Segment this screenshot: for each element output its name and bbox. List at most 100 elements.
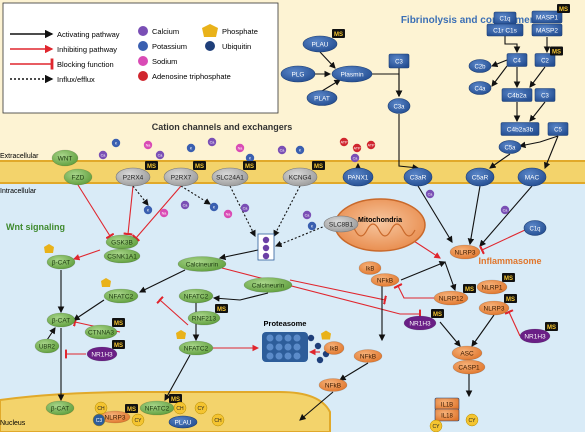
ubr2-node: UBR2 xyxy=(34,338,60,354)
fzd-label: FZD xyxy=(72,175,85,182)
intracellular-region xyxy=(0,170,585,432)
svg-text:MS: MS xyxy=(245,164,254,170)
inflammasome-title: Inflammasome xyxy=(478,256,541,266)
slc8b1-flux xyxy=(274,223,331,247)
c1q-top-label: C1q xyxy=(499,17,510,23)
c4b2a-label: C4b2a xyxy=(507,93,527,100)
svg-text:CY: CY xyxy=(135,418,143,424)
calcium-ion-icon xyxy=(138,26,148,36)
asc-node: ASC xyxy=(451,345,483,361)
calcineurin-b-to-nfatc2 xyxy=(212,292,269,302)
calcium-pool xyxy=(257,233,275,261)
bcat1-node: β-CAT xyxy=(44,244,76,270)
nr1h3-a-label: NR1H3 xyxy=(91,352,113,359)
c3-node: C3 xyxy=(388,53,410,69)
plat-node: PLAT xyxy=(306,90,338,106)
svg-text:C3: C3 xyxy=(96,418,103,424)
ca-ion-icon: Ca xyxy=(180,200,190,210)
ms-badge: MS xyxy=(332,29,345,38)
c1q-top-node: C1q xyxy=(493,11,517,25)
nfkb-c-node: NFkB xyxy=(318,378,348,392)
legend-calcium-label: Calcium xyxy=(152,27,179,36)
cation-title: Cation channels and exchangers xyxy=(152,122,293,132)
panx1-node: PANX1 xyxy=(342,167,374,187)
il18-node: IL18 xyxy=(434,408,460,422)
nlrp1-label: NLRP1 xyxy=(482,285,503,292)
plau-label: PLAU xyxy=(312,42,329,49)
c4a-label: C4a xyxy=(474,87,486,93)
plasmin-label: Plasmin xyxy=(340,72,364,79)
atp-icon xyxy=(138,71,148,81)
svg-text:MS: MS xyxy=(547,325,556,331)
ms-badge: MS xyxy=(193,161,206,170)
nr1h3-blocks-nlrp3 xyxy=(504,309,521,337)
legend-sodium-label: Sodium xyxy=(152,57,177,66)
atp-ion-icon: ATP xyxy=(352,143,362,153)
cy-marker: CY xyxy=(131,413,145,427)
ubr2-arrow xyxy=(46,327,56,341)
mitochondria: Mitochondria xyxy=(334,198,426,252)
nfkb-to-nlrp3 xyxy=(400,261,447,281)
plat-to-plasmin-arrow xyxy=(321,79,341,92)
ms-badge: MS xyxy=(169,394,182,403)
calcineurin-b-label: Calcineurin xyxy=(252,283,285,290)
nfkb-to-nfkb-arrow xyxy=(339,362,369,381)
svg-text:MS: MS xyxy=(314,164,323,170)
legend-phosphate-label: Phosphate xyxy=(222,27,258,36)
c2-label: C2 xyxy=(541,59,549,65)
svg-text:K: K xyxy=(311,225,314,229)
svg-text:Ca: Ca xyxy=(305,214,311,218)
c3-nuc-marker: C3 xyxy=(92,413,106,427)
c3ar-node: C3aR xyxy=(403,167,433,187)
c4b2a-node: C4b2a xyxy=(501,88,533,102)
nfatc2-to-bcat-arrow xyxy=(73,299,105,321)
p2rx7-blocks-gsk3b xyxy=(131,185,182,242)
ca-to-calcineurin-arrow xyxy=(218,249,259,261)
proteasome: Proteasome xyxy=(262,319,308,362)
svg-text:MS: MS xyxy=(114,321,123,327)
ctnna3-label: CTNNA3 xyxy=(88,330,114,337)
svg-text:Ca: Ca xyxy=(243,207,249,211)
svg-text:Na: Na xyxy=(238,147,244,151)
mac-to-nlrp3-arrow xyxy=(479,185,533,247)
calcineurin-to-nfatc2-arrow xyxy=(139,269,186,293)
nlrp3-top-node: NLRP3 xyxy=(449,244,481,260)
c5-label: C5 xyxy=(554,128,562,134)
rnf213-blocks-nfatc2 xyxy=(156,295,189,326)
phosphate-icon xyxy=(101,278,111,287)
fibrinolysis-title: Fibrinolysis and complement xyxy=(401,15,540,26)
plau-to-plasmin-arrow xyxy=(319,51,336,69)
svg-text:K: K xyxy=(147,209,150,213)
c4b2a3b-label: C4b2a3b xyxy=(507,127,534,134)
phosphate-icon xyxy=(321,330,331,340)
p2rx4-influx xyxy=(132,185,149,206)
casp1-label: CASP1 xyxy=(458,365,480,372)
c5ar-node: C5aR xyxy=(465,167,495,187)
svg-text:ATP: ATP xyxy=(340,141,348,145)
legend-atp-label: Adenosine triphosphate xyxy=(152,72,231,81)
svg-text:Ca: Ca xyxy=(101,154,107,158)
svg-text:CH: CH xyxy=(214,418,222,424)
ms-badge: MS xyxy=(557,4,570,13)
nfkb-c-label: NFkB xyxy=(325,383,341,390)
ch-marker: CH xyxy=(94,401,108,415)
nfatc2-b-node: NFATC2 xyxy=(178,288,214,304)
c2b-label: C2b xyxy=(474,65,486,71)
legend: Activating pathway Inhibiting pathway Bl… xyxy=(2,2,279,114)
svg-text:Ca: Ca xyxy=(428,193,434,197)
svg-text:K: K xyxy=(190,147,193,151)
c1q-blocks-nlrp3 xyxy=(479,229,526,255)
c4b2a3b-node: C4b2a3b xyxy=(500,122,540,136)
atp-ion-icon: ATP xyxy=(366,140,376,150)
svg-text:MS: MS xyxy=(552,50,561,56)
nfatc2-c-node: NFATC2 xyxy=(176,330,214,356)
kcng4-influx xyxy=(273,185,301,237)
svg-text:Na: Na xyxy=(226,213,232,217)
ca-ion-icon: Ca xyxy=(207,137,217,147)
